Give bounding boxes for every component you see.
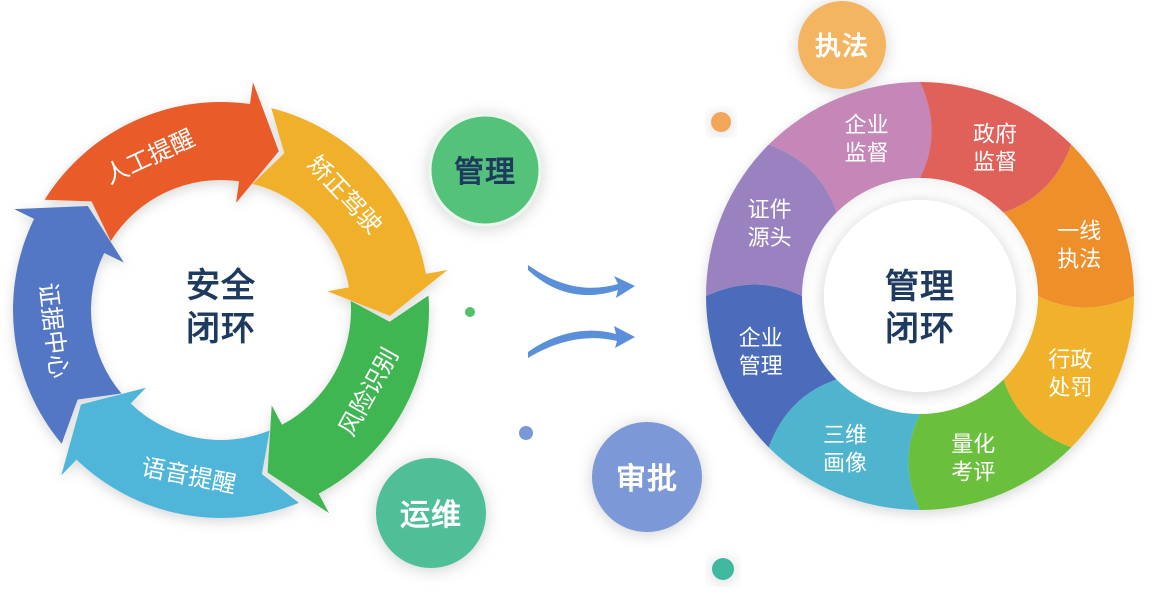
cycle-arrow-1 <box>44 82 279 242</box>
ring-label-7-line2: 管理 <box>739 354 783 379</box>
cycle-arrow-2 <box>252 108 448 316</box>
dot-green <box>465 307 475 317</box>
cycle-arrow-4 <box>61 387 299 519</box>
dot-teal <box>712 558 734 580</box>
safety-cycle-center: 安全 闭环 <box>186 266 256 349</box>
ring-segment-7 <box>705 284 837 448</box>
bubble-yunwei-circle <box>376 458 486 568</box>
ring-segment-3 <box>1003 144 1134 308</box>
ring-label-2-line2: 监督 <box>973 151 1017 176</box>
ring-label-4-line1: 行政 <box>1048 348 1092 373</box>
ring-label-7-line1: 企业 <box>739 326 783 351</box>
ring-segment-5 <box>908 379 1072 510</box>
ring-label-3-line1: 一线 <box>1057 220 1101 245</box>
ring-segment-6 <box>768 379 920 510</box>
bubble-yunwei: 运维 <box>376 458 486 568</box>
dot-orange <box>711 112 731 132</box>
transition-arrows <box>528 265 635 358</box>
ring-segment-2 <box>920 82 1072 213</box>
cycle-arrow-3 <box>267 295 429 514</box>
safety-cycle-title-line1: 安全 <box>186 266 256 306</box>
bubble-guanli: 管理 <box>428 113 542 227</box>
arrow-lower <box>528 326 635 358</box>
management-ring-title-line2: 闭环 <box>885 309 955 349</box>
ring-label-1-line2: 监督 <box>845 142 889 167</box>
management-ring-title-line1: 管理 <box>885 267 955 307</box>
dot-blue <box>519 426 533 440</box>
bubble-zhifa: 执法 <box>798 1 886 89</box>
ring-label-5-line1: 量化 <box>951 432 995 457</box>
bubble-zhifa-label: 执法 <box>815 32 869 62</box>
ring-label-3-line2: 执法 <box>1057 248 1101 273</box>
safety-cycle <box>12 82 448 519</box>
ring-label-2-line1: 政府 <box>973 123 1017 148</box>
bubble-zhifa-circle <box>798 1 886 89</box>
ring-segment-4 <box>1003 296 1134 448</box>
ring-label-8-line2: 源头 <box>748 226 792 251</box>
bubble-shenpi: 审批 <box>592 422 702 532</box>
bubble-guanli-circle <box>428 113 542 227</box>
ring-label-1-line1: 企业 <box>845 114 889 139</box>
ring-label-8-line1: 证件 <box>748 198 792 223</box>
ring-label-6-line2: 画像 <box>823 451 867 476</box>
ring-segment-8 <box>705 144 837 296</box>
bubble-shenpi-circle <box>592 422 702 532</box>
management-ring <box>705 82 1134 510</box>
ring-label-5-line2: 考评 <box>951 460 995 485</box>
safety-cycle-title-line2: 闭环 <box>186 309 256 349</box>
ring-label-4-line2: 处罚 <box>1048 376 1092 401</box>
arrow-upper <box>528 265 635 298</box>
bubble-guanli-label: 管理 <box>454 155 516 190</box>
ring-label-6-line1: 三维 <box>823 423 867 448</box>
ring-segment-1 <box>768 82 932 213</box>
bubble-yunwei-label: 运维 <box>400 498 462 533</box>
management-ring-center <box>824 200 1016 392</box>
cycle-arrow-5 <box>12 205 124 444</box>
bubble-shenpi-label: 审批 <box>616 462 678 497</box>
